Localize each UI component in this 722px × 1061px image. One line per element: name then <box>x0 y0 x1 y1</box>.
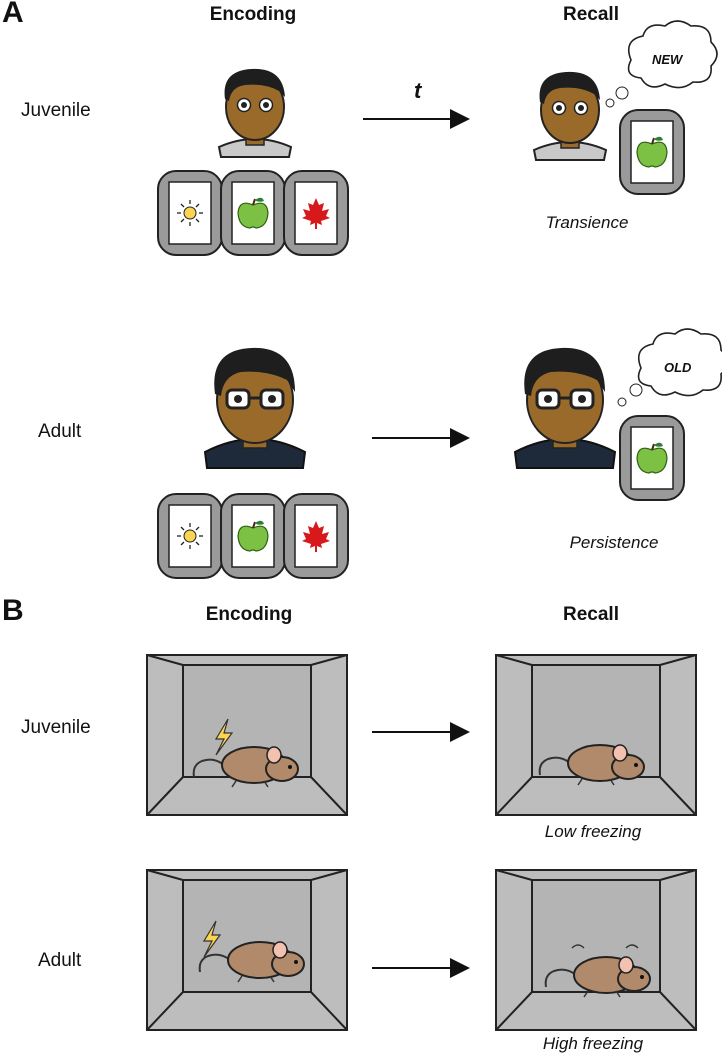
panel-b-letter: B <box>2 594 24 627</box>
panel-a-recall-heading: Recall <box>563 4 619 25</box>
panel-a-letter: A <box>2 0 24 29</box>
panel-a-adult-label: Adult <box>38 421 82 442</box>
freezing-marks <box>571 944 639 949</box>
transience-caption: Transience <box>545 213 629 232</box>
adult-person-icon <box>203 346 307 470</box>
juvenile-recall-card <box>619 109 685 195</box>
new-thought-text: NEW <box>652 52 683 67</box>
panel-b-recall-heading: Recall <box>563 604 619 625</box>
juvenile-thought-bubble <box>605 20 718 108</box>
juvenile-recall-box <box>495 654 697 816</box>
adult-encoding-cards <box>157 493 349 579</box>
panel-b-encoding-heading: Encoding <box>205 604 293 625</box>
adult-thought-bubble <box>617 328 722 407</box>
panel-a-encoding-heading: Encoding <box>209 4 297 25</box>
old-thought-text: OLD <box>664 360 692 375</box>
juvenile-person-icon <box>218 67 292 158</box>
juvenile-recall-person-icon <box>533 70 607 161</box>
panel-a-juvenile-label: Juvenile <box>21 100 91 121</box>
juvenile-encoding-cards <box>157 170 349 256</box>
adult-recall-card <box>619 415 685 501</box>
adult-recall-box <box>495 869 697 1031</box>
adult-recall-person-icon <box>513 346 617 470</box>
panel-b-juvenile-label: Juvenile <box>21 717 91 738</box>
low-freezing-caption: Low freezing <box>544 822 642 841</box>
persistence-caption: Persistence <box>569 533 659 552</box>
high-freezing-caption: High freezing <box>542 1034 644 1053</box>
time-label: t <box>414 78 422 103</box>
juvenile-encoding-box <box>146 654 348 816</box>
panel-b-adult-label: Adult <box>38 950 82 971</box>
